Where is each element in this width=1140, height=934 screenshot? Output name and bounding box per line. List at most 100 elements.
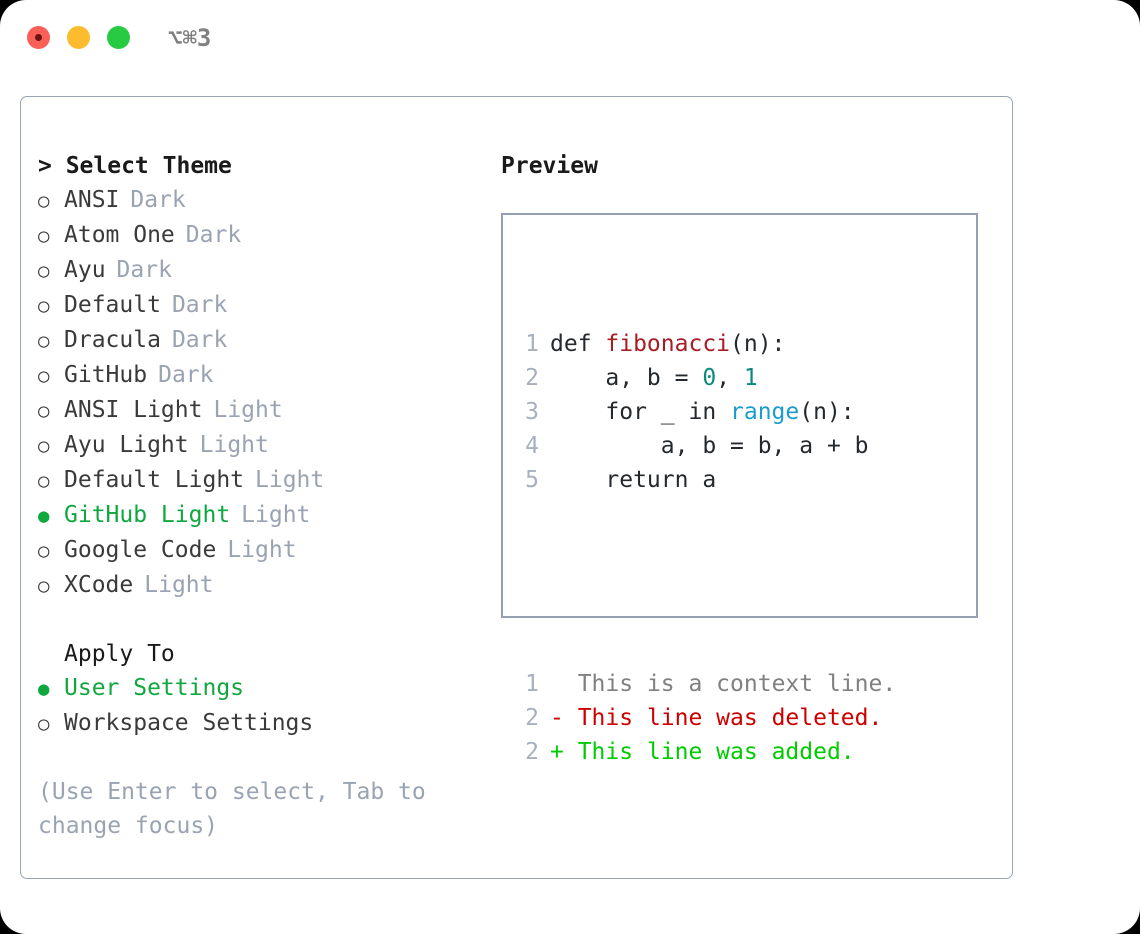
theme-option-xcode[interactable]: ○ XCode Light (38, 568, 468, 603)
apply-to-option-workspace-settings[interactable]: ○Workspace Settings (38, 706, 468, 741)
keyboard-hint: (Use Enter to select, Tab to change focu… (38, 779, 440, 839)
code-line-text: a, b = 0, 1 (550, 361, 758, 395)
theme-variant-badge: Light (144, 572, 214, 598)
theme-variant-badge: Light (227, 537, 297, 563)
radio-selected-icon: ● (38, 505, 50, 527)
theme-variant-badge: Dark (171, 292, 228, 318)
token-plain: a, b = b, a + b (550, 433, 869, 459)
diff-block: 1 This is a context line.2- This line wa… (517, 667, 896, 769)
theme-variant-badge: Light (213, 397, 283, 423)
theme-variant-badge: Light (199, 432, 269, 458)
theme-option-label: Default (64, 292, 161, 318)
minimize-button[interactable] (67, 26, 90, 49)
theme-variant-badge: Light (255, 467, 325, 493)
theme-option-ansi-light[interactable]: ○ ANSI Light Light (38, 393, 468, 428)
theme-option-label: Default Light (64, 467, 245, 493)
preview-title: Preview (501, 153, 598, 179)
radio-unselected-icon: ○ (38, 190, 50, 212)
window-controls (27, 26, 130, 49)
diff-sign: + (550, 739, 564, 765)
apply-to-option-label: Workspace Settings (64, 710, 314, 736)
radio-unselected-icon: ○ (38, 575, 50, 597)
theme-option-label: GitHub Light (64, 502, 231, 528)
apply-to-option-user-settings[interactable]: ● User Settings (38, 671, 468, 706)
token-fn: fibonacci (605, 331, 731, 357)
zoom-button[interactable] (107, 26, 130, 49)
theme-variant-badge: Dark (158, 362, 214, 388)
diff-line: 2- This line was deleted. (517, 701, 896, 735)
code-line-text: def fibonacci(n): (550, 327, 785, 361)
theme-option-dracula[interactable]: ○ Dracula Dark (38, 323, 468, 358)
token-num: 1 (743, 365, 758, 391)
token-plain: for _ in (550, 399, 731, 425)
radio-unselected-icon: ○ (38, 400, 50, 422)
theme-list-header: > Select Theme (38, 153, 232, 179)
theme-option-label: XCode (64, 572, 134, 598)
theme-variant-badge: Dark (116, 257, 172, 283)
diff-line-text: This line was deleted. (563, 705, 883, 731)
token-num: 0 (702, 365, 717, 391)
diff-sign: - (550, 705, 564, 731)
radio-unselected-icon: ○ (38, 330, 50, 352)
line-number: 2 (525, 705, 539, 731)
token-builtin: range (730, 399, 800, 425)
theme-variant-badge: Light (241, 502, 311, 528)
radio-unselected-icon: ○ (38, 260, 50, 282)
theme-option-label: Atom One (64, 222, 175, 248)
line-number: 4 (525, 433, 539, 459)
theme-option-github-light[interactable]: ● GitHub Light Light (38, 498, 468, 533)
token-plain: (n): (799, 399, 855, 425)
radio-unselected-icon: ○ (38, 540, 50, 562)
theme-option-label: Ayu (64, 257, 106, 283)
line-number: 2 (525, 739, 539, 765)
diff-line: 1 This is a context line. (517, 667, 896, 701)
diff-line-text: This is a context line. (563, 671, 897, 697)
line-number: 1 (525, 671, 539, 697)
theme-option-google-code[interactable]: ○ Google Code Light (38, 533, 468, 568)
theme-option-label: ANSI (64, 187, 120, 213)
close-button[interactable] (27, 26, 50, 49)
line-number: 3 (525, 399, 539, 425)
code-line: 5 return a (517, 463, 896, 497)
diff-sign (550, 667, 564, 701)
theme-option-label: GitHub (64, 362, 148, 388)
title-bar: ⌥⌘3 (0, 0, 1140, 76)
token-plain: , (716, 365, 744, 391)
code-line-text: for _ in range(n): (550, 395, 855, 429)
radio-selected-icon: ● (38, 678, 50, 700)
radio-unselected-icon: ○ (38, 470, 50, 492)
theme-variant-badge: Dark (171, 327, 228, 353)
diff-line-text: This line was added. (563, 739, 855, 765)
code-spacer (517, 565, 896, 599)
theme-option-ayu[interactable]: ○ Ayu Dark (38, 253, 468, 288)
line-number: 1 (525, 331, 539, 357)
code-line: 1 def fibonacci(n): (517, 327, 896, 361)
theme-option-label: Dracula (64, 327, 161, 353)
theme-option-label: Ayu Light (64, 432, 189, 458)
code-line-text: a, b = b, a + b (550, 429, 869, 463)
token-def: def (550, 331, 606, 357)
theme-option-label: Google Code (64, 537, 217, 563)
line-number: 5 (525, 467, 539, 493)
theme-option-label: ANSI Light (64, 397, 203, 423)
token-plain: a, b = (550, 365, 703, 391)
theme-option-default-light[interactable]: ○ Default Light Light (38, 463, 468, 498)
apply-to-label: Apply To (64, 641, 175, 667)
apply-to-list: ● User Settings ○Workspace Settings (38, 671, 468, 741)
keyboard-shortcut-label: ⌥⌘3 (168, 24, 212, 52)
apply-to-option-label: User Settings (64, 675, 245, 701)
code-line-text: return a (550, 463, 716, 497)
token-plain: return a (550, 467, 717, 493)
